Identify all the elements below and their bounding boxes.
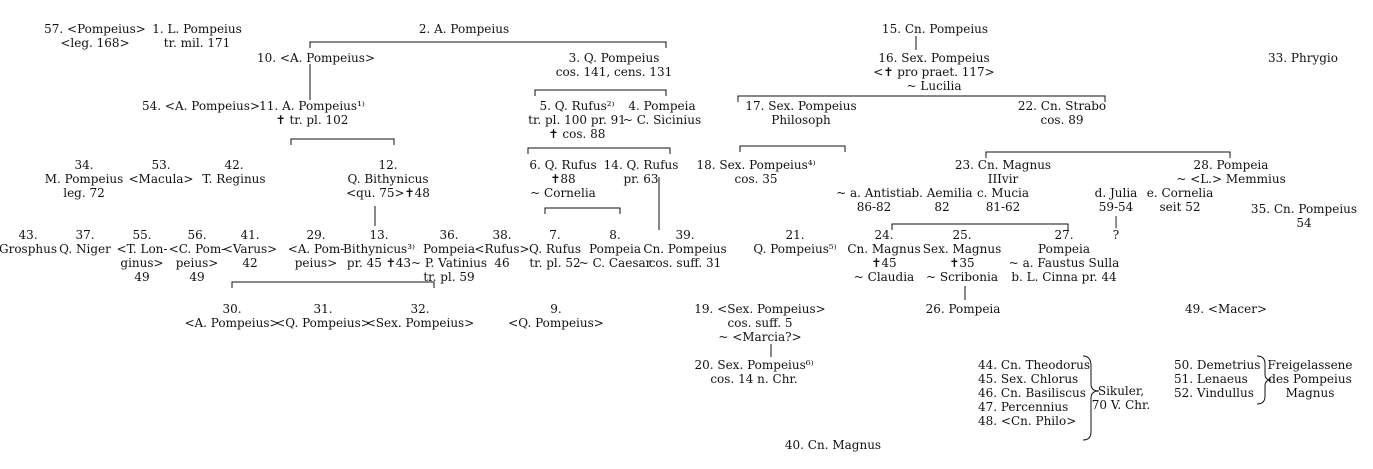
node-2: 2. A. Pompeius [418, 22, 510, 36]
node-5: 5. Q. Rufus²⁾tr. pl. 100 pr. 91✝ cos. 88 [528, 99, 626, 141]
node-13: 13.Bithynicus³⁾pr. 45 ✝43 [343, 228, 415, 270]
node-20: 20. Sex. Pompeius⁶⁾cos. 14 n. Chr. [694, 358, 814, 386]
node-53: 53.<Macula> [128, 158, 194, 186]
node-16: 16. Sex. Pompeius<✝ pro praet. 117>~ Luc… [873, 51, 995, 93]
node-10: 10. <A. Pompeius> [256, 51, 376, 65]
node-21: 21.Q. Pompeius⁵⁾ [753, 228, 837, 256]
node-38: 38.<Rufus>46 [474, 228, 530, 270]
node-15: 15. Cn. Pompeius [881, 22, 989, 36]
node-54: 54. <A. Pompeius> [141, 99, 261, 113]
bracket-children-of-23 [891, 223, 1069, 230]
bracket-children-of-29 [231, 281, 435, 288]
bracket-children-of-3 [534, 89, 667, 96]
sikuler-label: Sikuler,70 V. Chr. [1091, 384, 1151, 412]
bracket-children-of-6 [544, 207, 621, 214]
node-30: 30.<A. Pompeius> [184, 302, 280, 330]
node-57: 57. <Pompeius><leg. 168> [44, 22, 146, 50]
node-56: 56.<C. Pom-peius>49 [168, 228, 226, 284]
node-26: 26. Pompeia [925, 302, 1001, 316]
node-4: 4. Pompeia~ C. Sicinius [622, 99, 702, 127]
bracket-children-of-22 [985, 151, 1231, 158]
node-49: 49. <Macer> [1184, 302, 1268, 316]
node-11: 11. A. Pompeius¹⁾✝ tr. pl. 102 [259, 99, 365, 127]
node-42: 42.T. Reginus [202, 158, 266, 186]
node-55: 55.<T. Lon-ginus>49 [116, 228, 168, 284]
brace-sikuler [1082, 355, 1100, 441]
bracket-children-of-11 [290, 138, 395, 145]
node-19: 19. <Sex. Pompeius>cos. suff. 5~ <Marcia… [694, 302, 826, 344]
node-6: 6. Q. Rufus✝88~ Cornelia [529, 158, 597, 200]
node-37: 37.Q. Niger [59, 228, 111, 256]
bracket-children-of-16 [737, 95, 1106, 102]
node-18: 18. Sex. Pompeius⁴⁾cos. 35 [696, 158, 816, 186]
node-29: 29.<A. Pom-peius> [287, 228, 345, 270]
node-8: 8.Pompeia~ C. Caesar [578, 228, 652, 270]
node-31: 31.<Q. Pompeius> [275, 302, 371, 330]
brace-freigelassene [1256, 355, 1272, 405]
bracket-children-of-17 [739, 145, 846, 152]
node-40: 40. Cn. Magnus [784, 438, 882, 452]
node-24: 24.Cn. Magnus✝45~ Claudia [847, 228, 921, 284]
node-12: 12.Q. Bithynicus<qu. 75>✝48 [346, 158, 430, 200]
node-9: 9.<Q. Pompeius> [508, 302, 604, 330]
node-41: 41.<Varus>42 [222, 228, 278, 270]
node-33: 33. Phrygio [1268, 51, 1338, 65]
bracket-children-of-5 [527, 147, 671, 154]
bracket-children-of-2 [309, 41, 667, 48]
node-28: 28. Pompeia~ <L.> Memmius [1176, 158, 1286, 186]
node-32: 32.<Sex. Pompeius> [365, 302, 475, 330]
node-25: 25.Sex. Magnus✝35~ Scribonia [922, 228, 1002, 284]
node-43: 43.Grosphus [0, 228, 58, 256]
